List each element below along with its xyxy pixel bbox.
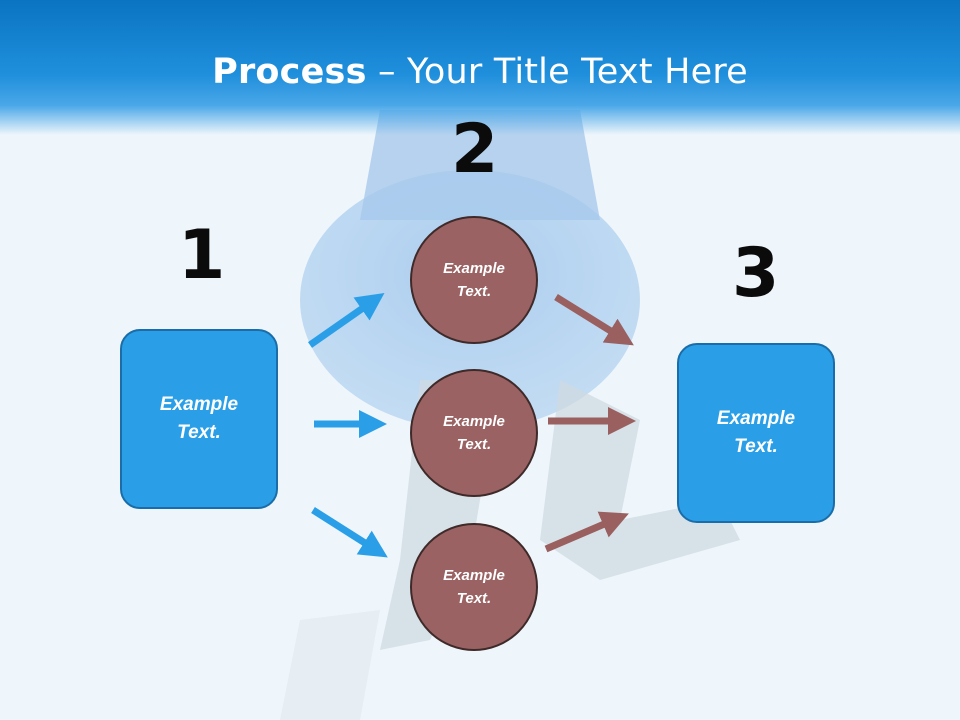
step-number-3: 3 — [732, 234, 780, 313]
arrow-out-bottom — [544, 511, 629, 553]
arrow-in-bottom — [311, 507, 388, 558]
slide-title: Process – Your Title Text Here — [0, 52, 960, 92]
circle-bottom-line1: Example — [443, 566, 505, 584]
circle-bottom-line2: Text. — [456, 590, 492, 607]
header-bar — [0, 0, 960, 135]
left-box-line2: Text. — [177, 422, 221, 443]
circle-middle-line2: Text. — [456, 436, 492, 453]
title-rest: – Your Title Text Here — [366, 52, 748, 92]
step-number-1: 1 — [178, 216, 226, 295]
circle-top-line2: Text. — [456, 283, 492, 300]
arrow-out-top — [554, 294, 634, 346]
circle-top-line1: Example — [443, 259, 505, 277]
circle-middle-line1: Example — [443, 412, 505, 430]
right-box-line2: Text. — [734, 436, 778, 457]
left-box-line1: Example — [159, 393, 239, 415]
right-box-line1: Example — [716, 407, 796, 429]
title-bold: Process — [212, 52, 367, 92]
step-number-2: 2 — [451, 110, 499, 189]
arrow-in-top — [307, 292, 385, 348]
